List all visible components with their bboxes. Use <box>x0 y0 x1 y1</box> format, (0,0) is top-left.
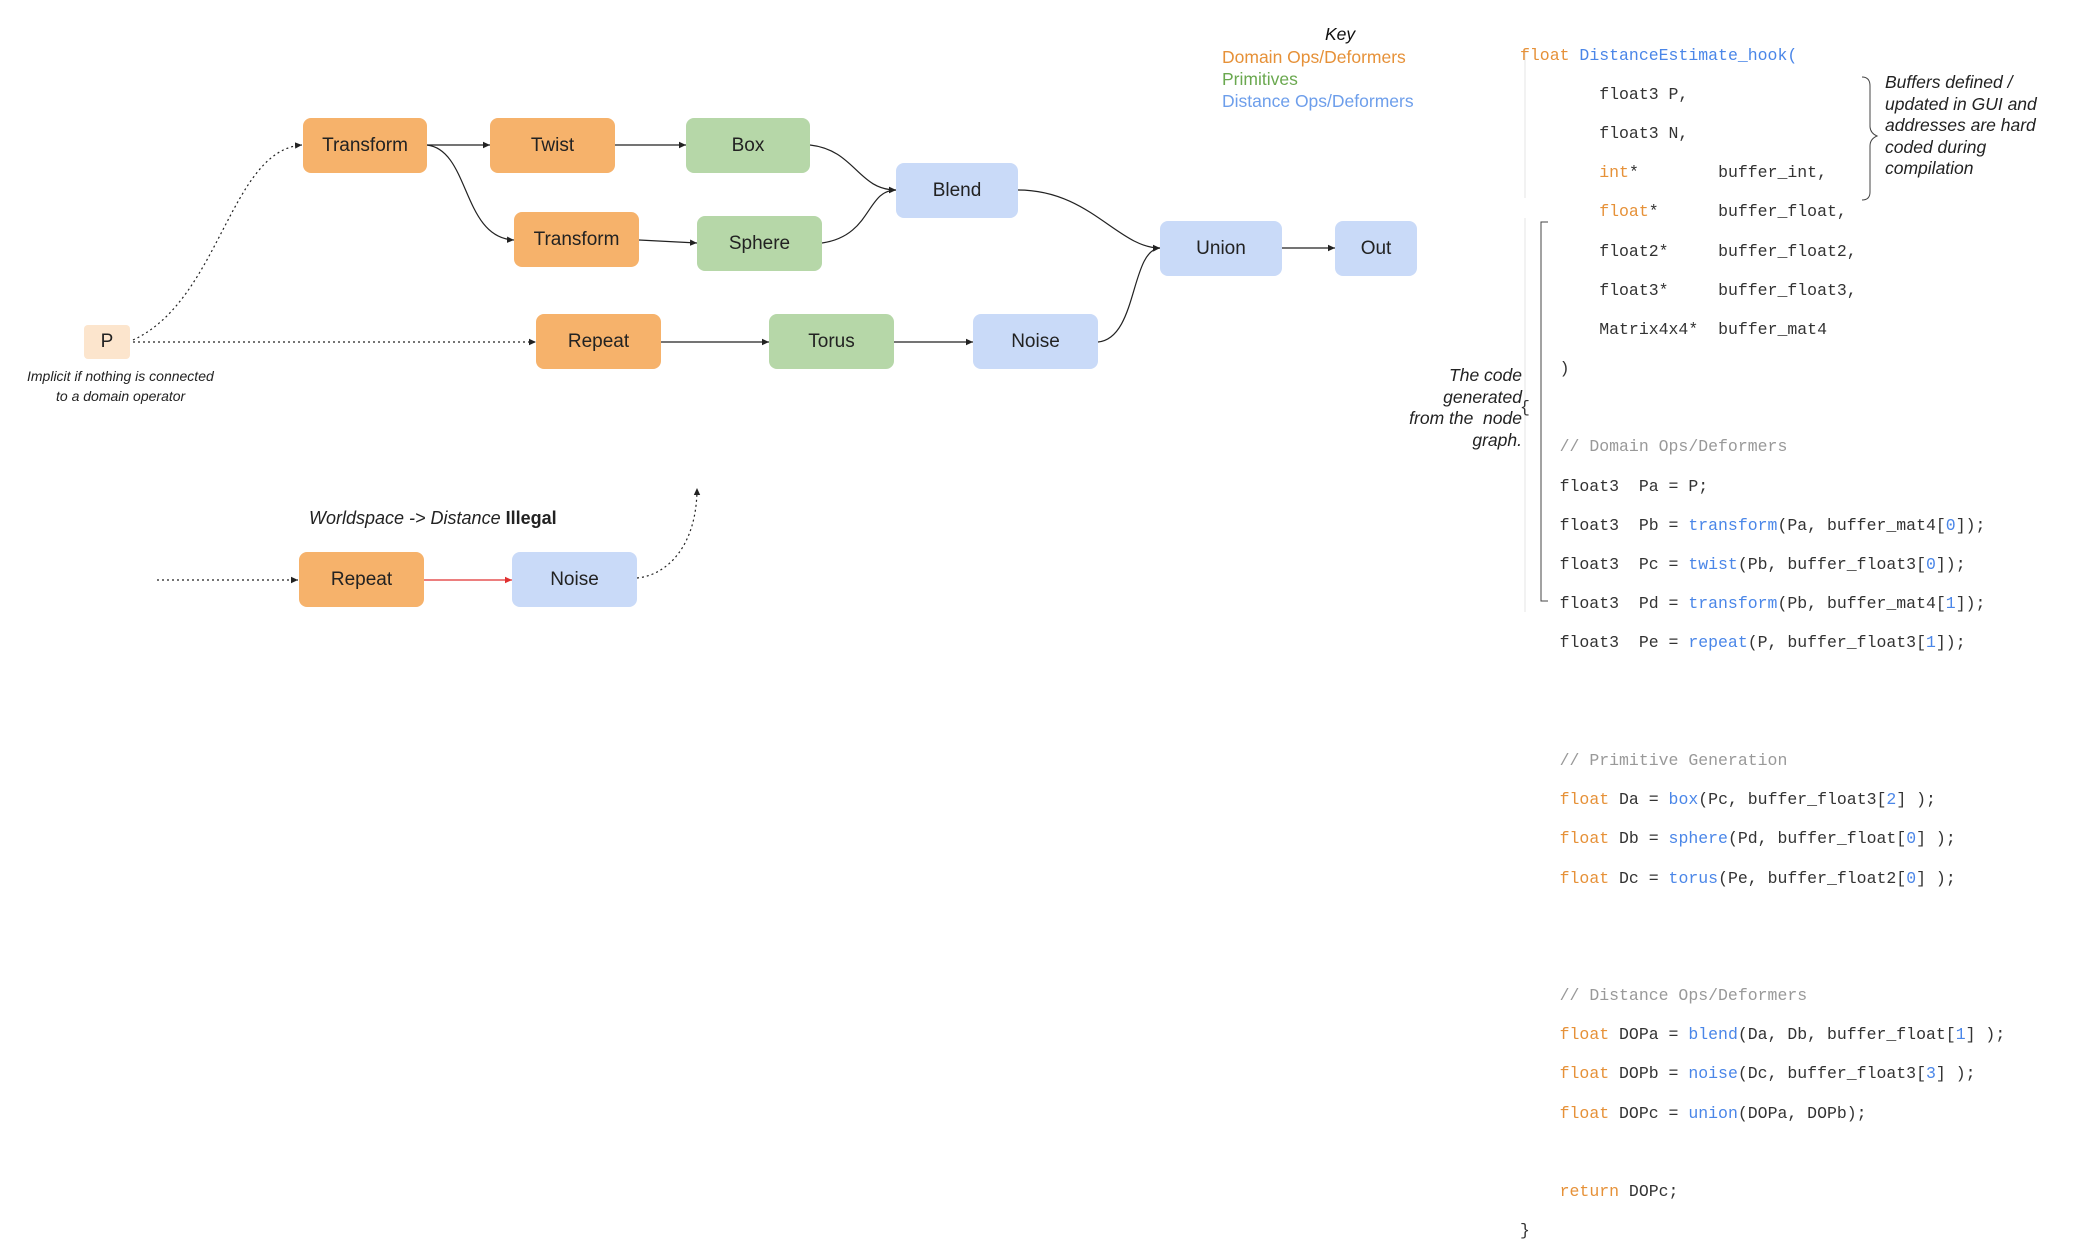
node-repeat-1[interactable]: Repeat <box>536 314 661 369</box>
code-listing: float DistanceEstimate_hook( float3 P, f… <box>1520 26 2005 1260</box>
code-line-comment-dist: // Distance Ops/Deformers <box>1559 986 1808 1006</box>
code-line-blank-5 <box>1520 1143 2005 1163</box>
code-line-param-mat4: Matrix4x4* buffer_mat4 <box>1599 319 1827 339</box>
generated-note-line: generated <box>1443 386 1522 407</box>
implicit-caption-line2: to a domain operator <box>56 388 186 404</box>
buffers-note-line: coded during <box>1885 136 1987 157</box>
buffers-note-line: addresses are hard <box>1885 115 2036 135</box>
edge-p-transform <box>132 142 303 341</box>
node-union[interactable]: Union <box>1160 221 1282 276</box>
edge-box-blend <box>809 144 897 194</box>
code-line-pc: float3 Pc = twist(Pb, buffer_float3[0]); <box>1520 555 1966 575</box>
code-line-da: float Da = box(Pc, buffer_float3[2] ); <box>1559 790 1936 810</box>
code-line-dopb: float DOPb = noise(Dc, buffer_float3[3] … <box>1559 1064 1976 1084</box>
generated-note-line: from the node <box>1409 408 1522 428</box>
buffers-note: Buffers defined / updated in GUI and add… <box>1885 72 2037 180</box>
code-line-pe: float3 Pe = repeat(P, buffer_float3[1]); <box>1520 633 1966 653</box>
buffers-note-line: Buffers defined / <box>1885 72 2013 92</box>
illegal-caption-bold: Illegal <box>505 508 557 528</box>
code-line-signature: float DistanceEstimate_hook( <box>1520 45 1798 65</box>
code-line-dopa: float DOPa = blend(Da, Db, buffer_float[… <box>1559 1025 2006 1045</box>
node-noise-2[interactable]: Noise <box>512 552 637 607</box>
implicit-caption-line1: Implicit if nothing is connected <box>27 368 214 384</box>
code-line-param-int: int* buffer_int, <box>1599 163 1827 183</box>
edge-sphere-blend <box>821 186 897 244</box>
illegal-caption: Worldspace -> Distance Illegal <box>309 508 557 529</box>
key-distance-label: Distance Ops/Deformers <box>1222 91 1414 111</box>
code-line-comment-prim: // Primitive Generation <box>1559 750 1788 770</box>
code-line-dc: float Dc = torus(Pe, buffer_float2[0] ); <box>1559 868 1956 888</box>
node-sphere[interactable]: Sphere <box>697 216 822 271</box>
code-line-db: float Db = sphere(Pd, buffer_float[0] ); <box>1559 829 1956 849</box>
code-line-return: return DOPc; <box>1559 1182 1679 1202</box>
illegal-caption-prefix: Worldspace -> Distance <box>309 508 506 528</box>
generated-note: The code generated from the node graph. <box>1390 365 1522 451</box>
key-title: Key <box>1325 24 1356 44</box>
node-transform-2[interactable]: Transform <box>514 212 639 267</box>
code-line-pd: float3 Pd = transform(Pb, buffer_mat4[1]… <box>1520 594 1986 614</box>
code-line-close-paren: ) <box>1559 359 1570 379</box>
key-domain-label: Domain Ops/Deformers <box>1222 47 1406 67</box>
code-line-param-n: float3 N, <box>1599 123 1689 143</box>
edge-transform2-sphere <box>638 239 698 246</box>
node-p[interactable]: P <box>84 325 130 359</box>
buffers-note-line: compilation <box>1885 158 1974 178</box>
edge-noise-union <box>1097 245 1161 343</box>
code-line-param-p: float3 P, <box>1599 84 1689 104</box>
code-line-dopc: float DOPc = union(DOPa, DOPb); <box>1559 1103 1867 1123</box>
code-line-blank-2 <box>1520 712 2005 732</box>
code-line-close-brace: } <box>1520 1221 1530 1241</box>
node-repeat-2[interactable]: Repeat <box>299 552 424 607</box>
node-out[interactable]: Out <box>1335 221 1417 276</box>
buffer-brace <box>1861 76 1879 201</box>
code-line-blank-4 <box>1520 947 2005 967</box>
edge-noise2-out <box>636 487 701 579</box>
code-line-blank-3 <box>1520 908 2005 928</box>
code-line-param-float: float* buffer_float, <box>1599 202 1847 222</box>
node-noise-1[interactable]: Noise <box>973 314 1098 369</box>
code-line-open-brace: { <box>1520 398 1530 418</box>
code-line-blank-1 <box>1520 673 2005 693</box>
code-line-comment-domain: // Domain Ops/Deformers <box>1559 437 1788 457</box>
edge-transform-transform <box>426 144 515 243</box>
key-primitives-label: Primitives <box>1222 69 1298 89</box>
code-line-param-float2: float2* buffer_float2, <box>1599 241 1857 261</box>
node-graph-edges <box>132 141 1335 584</box>
buffers-note-line: updated in GUI and <box>1885 93 2037 114</box>
code-line-pb: float3 Pb = transform(Pa, buffer_mat4[0]… <box>1520 515 1986 535</box>
node-box[interactable]: Box <box>686 118 810 173</box>
code-brackets <box>1524 50 1879 612</box>
node-twist[interactable]: Twist <box>490 118 615 173</box>
node-transform-1[interactable]: Transform <box>303 118 427 173</box>
generated-note-line: graph. <box>1472 429 1522 450</box>
code-line-pa: float3 Pa = P; <box>1520 476 1709 496</box>
node-torus[interactable]: Torus <box>769 314 894 369</box>
code-line-param-float3: float3* buffer_float3, <box>1599 280 1857 300</box>
generated-bracket <box>1540 221 1548 602</box>
generated-note-line: The code <box>1449 365 1522 385</box>
edge-blend-union <box>1017 189 1161 252</box>
node-blend[interactable]: Blend <box>896 163 1018 218</box>
